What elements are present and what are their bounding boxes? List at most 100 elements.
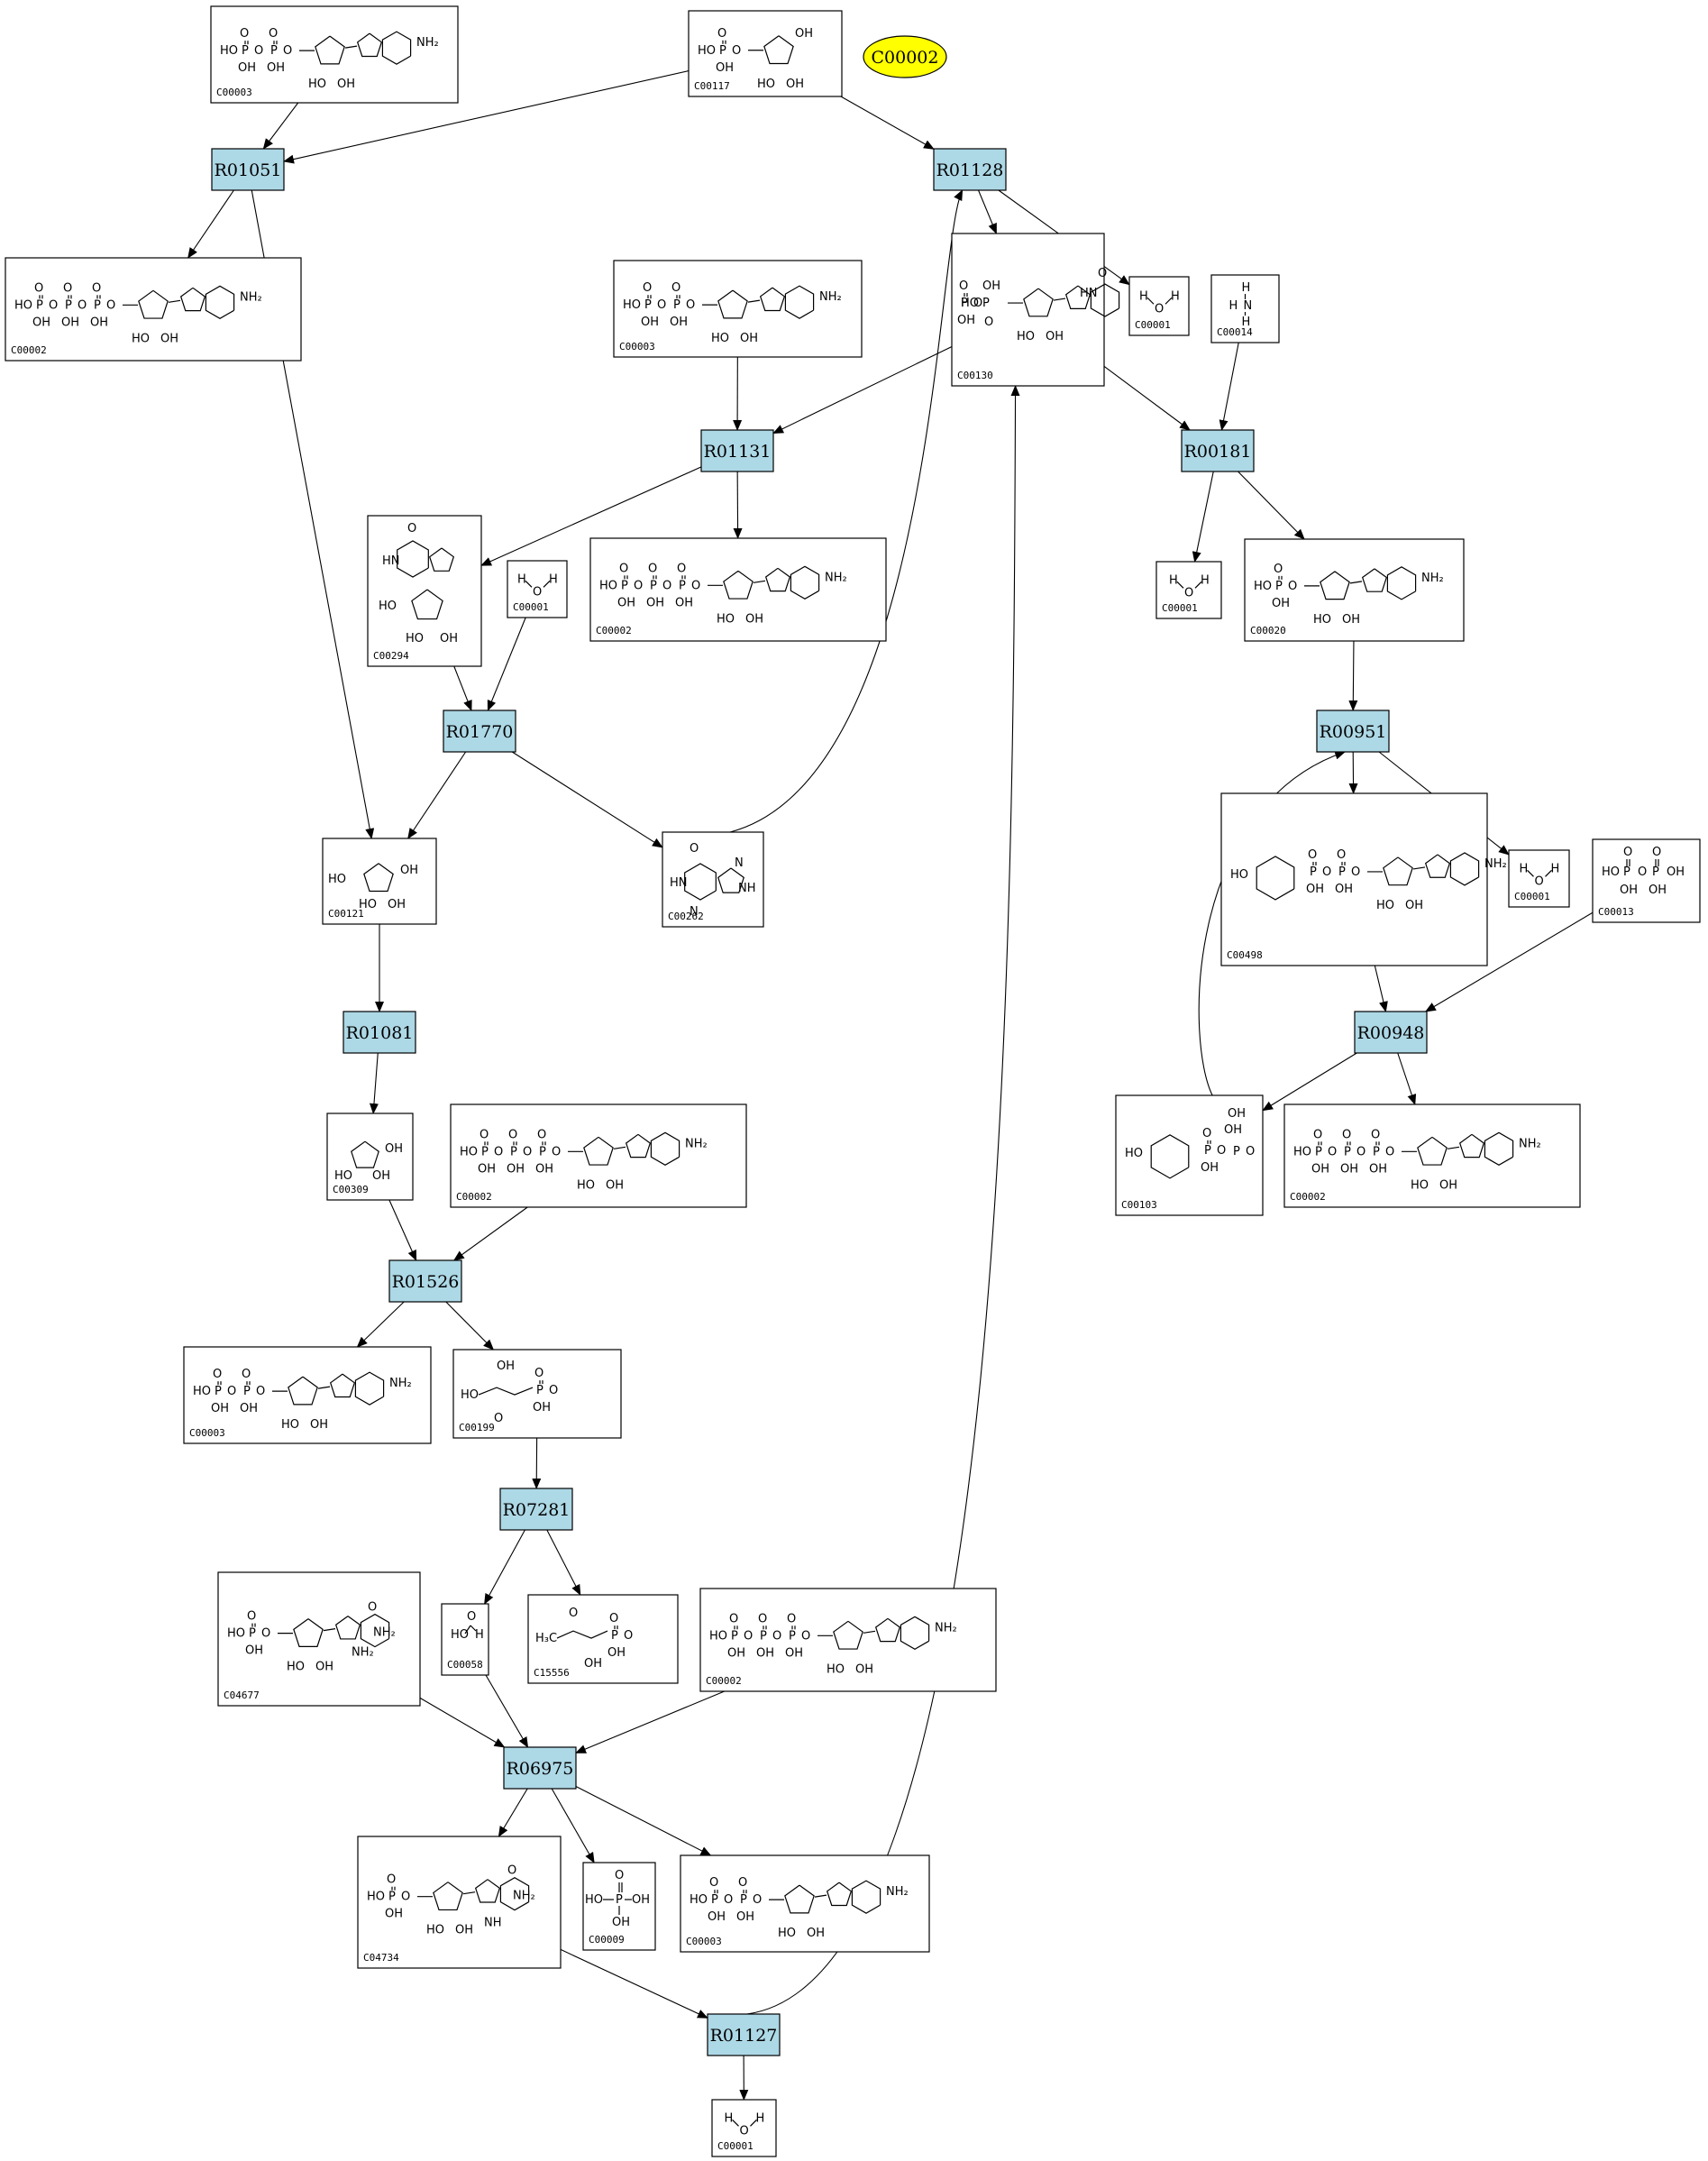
reaction-label: R01127 — [710, 2026, 778, 2046]
svg-text:HO: HO — [1602, 865, 1620, 879]
reaction-node-r01131[interactable]: R01131 — [700, 429, 774, 472]
reaction-node-r01770[interactable]: R01770 — [443, 710, 516, 753]
svg-text:HO: HO — [14, 298, 32, 312]
svg-text:P: P — [36, 298, 43, 312]
compound-id-label: C00002 — [11, 344, 47, 356]
svg-text:O: O — [690, 842, 699, 856]
svg-text:OH: OH — [745, 612, 763, 626]
edge-c00130-to-r01131 — [772, 346, 953, 435]
reaction-node-r07281[interactable]: R07281 — [499, 1488, 573, 1531]
svg-text:O: O — [732, 44, 741, 58]
svg-text:O: O — [724, 1893, 733, 1907]
svg-text:H: H — [1520, 862, 1529, 875]
svg-text:OH: OH — [675, 596, 693, 609]
compound-id-label: C00294 — [373, 650, 409, 662]
reaction-node-r01051[interactable]: R01051 — [211, 148, 285, 191]
svg-text:NH₂: NH₂ — [373, 1626, 396, 1640]
svg-text:P: P — [1233, 1145, 1240, 1158]
svg-text:P: P — [673, 298, 680, 312]
reaction-node-r00948[interactable]: R00948 — [1354, 1011, 1428, 1054]
svg-text:P: P — [539, 1145, 546, 1158]
svg-text:HO: HO — [1125, 1147, 1143, 1160]
svg-text:OH: OH — [646, 596, 664, 609]
svg-text:HO: HO — [379, 600, 397, 613]
compound-id-label: C15556 — [534, 1667, 570, 1679]
svg-text:OH: OH — [1369, 1162, 1387, 1176]
svg-text:O: O — [1308, 848, 1317, 862]
reaction-node-r01128[interactable]: R01128 — [933, 148, 1007, 191]
reaction-node-r00951[interactable]: R00951 — [1316, 710, 1390, 753]
svg-text:OH: OH — [1405, 899, 1423, 912]
svg-text:P: P — [215, 1385, 222, 1398]
svg-text:O: O — [772, 1629, 781, 1643]
svg-text:NH₂: NH₂ — [825, 571, 847, 584]
svg-text:HO: HO — [577, 1178, 595, 1192]
structure-diagram: HOH — [725, 2111, 765, 2138]
svg-text:O: O — [261, 1627, 270, 1641]
svg-text:O: O — [368, 1601, 377, 1615]
svg-text:P: P — [621, 579, 628, 592]
reaction-node-r01526[interactable]: R01526 — [388, 1259, 462, 1303]
query-compound-node[interactable]: C00002 — [863, 35, 947, 78]
svg-text:O: O — [407, 522, 416, 536]
edge-c00498-to-r00948 — [1374, 965, 1388, 1012]
reaction-node-r01127[interactable]: R01127 — [707, 2013, 781, 2056]
svg-text:O: O — [619, 562, 628, 575]
compound-id-label: C04734 — [363, 1952, 399, 1964]
reaction-node-r06975[interactable]: R06975 — [503, 1746, 577, 1790]
svg-text:HO: HO — [1313, 613, 1331, 627]
structure-diagram: HOH — [1139, 289, 1180, 316]
svg-text:OH: OH — [786, 78, 804, 91]
svg-text:O: O — [634, 579, 643, 592]
svg-text:O: O — [729, 1612, 738, 1625]
svg-text:O: O — [534, 1367, 543, 1380]
svg-text:H: H — [1169, 573, 1178, 587]
svg-text:N: N — [1244, 299, 1253, 313]
reaction-node-r00181[interactable]: R00181 — [1181, 429, 1255, 472]
svg-text:HO: HO — [328, 873, 346, 886]
svg-text:O: O — [256, 1385, 265, 1398]
svg-text:O: O — [1217, 1144, 1226, 1158]
structure-diagram: HOH — [517, 572, 558, 599]
reaction-node-r01081[interactable]: R01081 — [343, 1011, 416, 1054]
svg-text:NH₂: NH₂ — [819, 290, 842, 304]
svg-text:O: O — [1246, 1145, 1255, 1158]
edge-c00013-to-r00948 — [1424, 911, 1594, 1012]
